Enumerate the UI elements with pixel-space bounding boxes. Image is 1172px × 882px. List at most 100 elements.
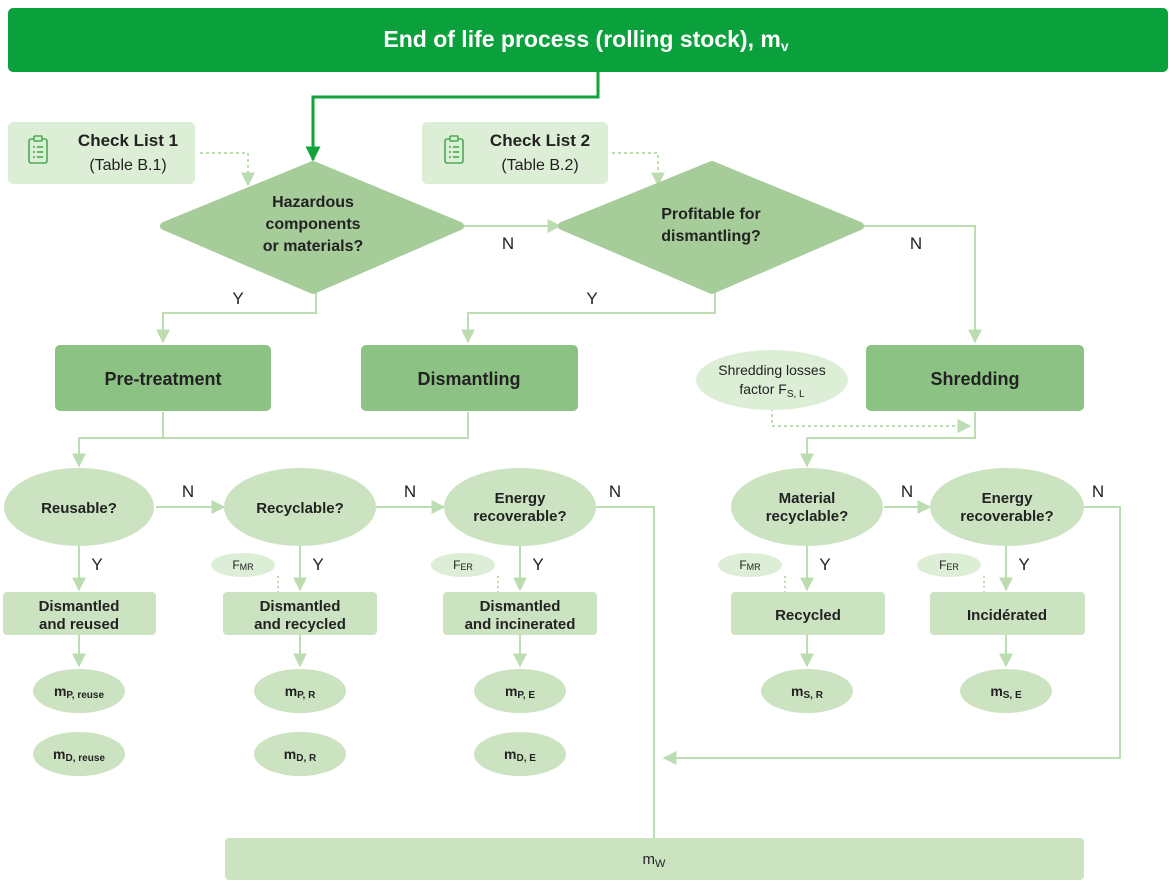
arrow-dismantling-to-reusable xyxy=(72,412,469,468)
svg-text:mS, E: mS, E xyxy=(990,683,1022,701)
decision-profitable: Profitable for dismantling? xyxy=(558,161,864,294)
outcome-recycled: Recycled xyxy=(731,592,885,635)
svg-text:Dismantled: Dismantled xyxy=(39,598,120,615)
label-no: N xyxy=(1092,482,1104,501)
factor-fmr-2: FMR xyxy=(718,553,782,577)
connectors xyxy=(72,72,1121,838)
factor-fer-1: FER xyxy=(431,553,495,577)
arrow-shredding-losses-dotted xyxy=(771,408,972,433)
checklist-1: Check List 1 (Table B.1) xyxy=(8,122,195,184)
profitable-line-1: Profitable for xyxy=(661,206,761,223)
svg-text:or materials?: or materials? xyxy=(263,238,363,255)
arrow-checklist2-dotted xyxy=(612,152,665,187)
svg-text:mP, R: mP, R xyxy=(285,683,316,701)
clipboard-checklist-icon xyxy=(28,135,48,164)
mass-d-e: mD, E xyxy=(474,732,566,776)
svg-text:Hazardous: Hazardous xyxy=(272,194,354,211)
mass-d-r: mD, R xyxy=(254,732,346,776)
hazardous-line-1: Hazardous xyxy=(272,194,354,211)
label-yes: Y xyxy=(532,555,543,574)
label-no: N xyxy=(901,482,913,501)
arrow-checklist1-dotted xyxy=(200,152,255,187)
label-no: N xyxy=(910,234,922,253)
clipboard-checklist-icon xyxy=(444,135,464,164)
outcome-dismantled-incinerated: Dismantled and incinerated xyxy=(443,592,597,635)
svg-text:recoverable?: recoverable? xyxy=(960,508,1053,525)
process-dismantling: Dismantling xyxy=(361,345,578,411)
svg-text:Recycled: Recycled xyxy=(775,607,841,624)
label-no: N xyxy=(182,482,194,501)
svg-text:Energy: Energy xyxy=(495,490,547,507)
arrow-header-to-hazardous xyxy=(305,72,600,162)
mass-d-reuse: mD, reuse xyxy=(33,732,125,776)
outcome-dismantled-recycled: Dismantled and recycled xyxy=(223,592,377,635)
process-pretreatment: Pre-treatment xyxy=(55,345,271,411)
svg-text:mD, reuse: mD, reuse xyxy=(53,746,105,764)
svg-text:Incidérated: Incidérated xyxy=(967,607,1047,624)
mass-p-r: mP, R xyxy=(254,669,346,713)
svg-text:FMR: FMR xyxy=(739,558,761,572)
outcome-dismantled-reused: Dismantled and reused xyxy=(3,592,156,635)
checklist-1-title: Check List 1 xyxy=(78,131,178,150)
shredding-losses-factor: Shredding losses factor FS, L xyxy=(696,350,848,410)
svg-text:FER: FER xyxy=(453,558,473,572)
checklist-2: Check List 2 (Table B.2) xyxy=(422,122,608,184)
process-shredding: Shredding xyxy=(866,345,1084,411)
hazardous-line-2: components xyxy=(265,216,360,233)
header-bar: End of life process (rolling stock), mv xyxy=(8,8,1168,72)
svg-text:Pre-treatment: Pre-treatment xyxy=(104,369,221,389)
svg-text:mS, R: mS, R xyxy=(791,683,824,701)
svg-text:Shredding losses: Shredding losses xyxy=(718,362,825,378)
svg-text:components: components xyxy=(265,216,360,233)
mass-p-reuse: mP, reuse xyxy=(33,669,125,713)
outcome-incinerated: Incidérated xyxy=(930,592,1085,635)
mass-s-e: mS, E xyxy=(960,669,1052,713)
checklist-2-title: Check List 2 xyxy=(490,131,590,150)
svg-text:factor FS, L: factor FS, L xyxy=(739,381,805,400)
checklist-2-ref: (Table B.2) xyxy=(501,157,578,174)
label-yes: Y xyxy=(91,555,102,574)
decision-recyclable: Recyclable? xyxy=(224,468,376,546)
svg-text:Dismantled: Dismantled xyxy=(480,598,561,615)
line-energy1-no-to-waste xyxy=(596,506,655,838)
decision-material-recyclable: Material recyclable? xyxy=(731,468,883,546)
arrow-hazardous-yes xyxy=(156,290,317,344)
label-no: N xyxy=(609,482,621,501)
label-yes: Y xyxy=(819,555,830,574)
label-yes: Y xyxy=(312,555,323,574)
factor-fmr-1: FMR xyxy=(211,553,275,577)
svg-text:FMR: FMR xyxy=(232,558,254,572)
svg-text:Dismantling: Dismantling xyxy=(417,369,520,389)
decision-reusable: Reusable? xyxy=(4,468,154,546)
svg-text:Reusable?: Reusable? xyxy=(41,500,117,517)
svg-text:mP, reuse: mP, reuse xyxy=(54,683,105,701)
svg-text:recyclable?: recyclable? xyxy=(766,508,849,525)
header-title: End of life process (rolling stock), mv xyxy=(383,26,788,54)
mass-s-r: mS, R xyxy=(761,669,853,713)
arrow-energy2-no-to-waste xyxy=(662,506,1121,765)
decision-energy-recoverable-1: Energy recoverable? xyxy=(444,468,596,546)
svg-text:mW: mW xyxy=(643,851,667,870)
factor-fer-2: FER xyxy=(917,553,981,577)
svg-text:mD, E: mD, E xyxy=(504,746,536,764)
mass-p-e: mP, E xyxy=(474,669,566,713)
profitable-line-2: dismantling? xyxy=(661,228,761,245)
arrow-shredding-to-material xyxy=(800,412,976,468)
branch-labels: N Y Y N N N N N N Y Y Y Y Y xyxy=(91,234,1104,574)
svg-text:and incinerated: and incinerated xyxy=(465,616,576,633)
label-no: N xyxy=(502,234,514,253)
arrow-profitable-yes xyxy=(461,290,716,344)
svg-text:Recyclable?: Recyclable? xyxy=(256,500,344,517)
label-yes: Y xyxy=(586,289,597,308)
svg-text:Energy: Energy xyxy=(982,490,1034,507)
label-no: N xyxy=(404,482,416,501)
arrow-profitable-no xyxy=(860,225,982,344)
svg-text:FER: FER xyxy=(939,558,959,572)
hazardous-line-3: or materials? xyxy=(263,238,363,255)
decision-hazardous: Hazardous components or materials? xyxy=(160,161,464,294)
svg-text:mP, E: mP, E xyxy=(505,683,535,701)
waste-mass-bar: mW xyxy=(225,838,1084,880)
svg-text:recoverable?: recoverable? xyxy=(473,508,566,525)
label-yes: Y xyxy=(232,289,243,308)
